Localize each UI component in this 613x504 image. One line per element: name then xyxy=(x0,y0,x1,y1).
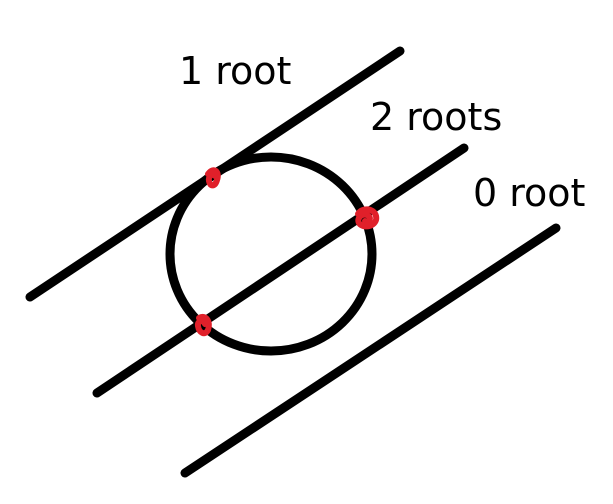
tangent-label: 1 root xyxy=(179,49,291,93)
secant-point-upper-marker xyxy=(355,206,380,230)
secant-point-lower-marker xyxy=(194,314,212,337)
secant-line xyxy=(92,143,469,398)
non-intersecting-line xyxy=(180,223,561,478)
miss-label: 0 root xyxy=(473,171,585,215)
secant-label: 2 roots xyxy=(370,95,502,139)
tangent-point-marker xyxy=(205,167,221,189)
circle xyxy=(165,152,377,356)
